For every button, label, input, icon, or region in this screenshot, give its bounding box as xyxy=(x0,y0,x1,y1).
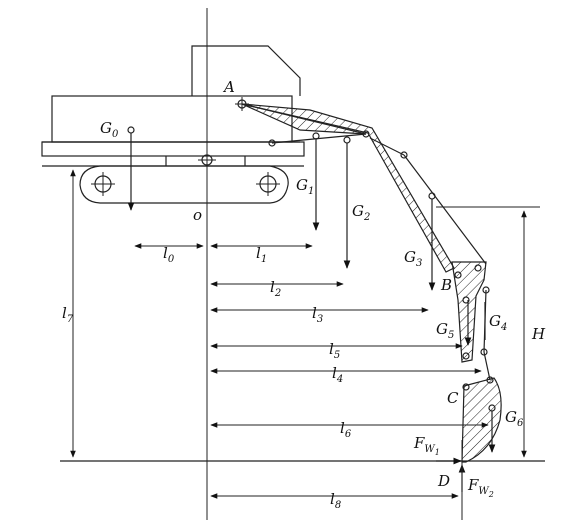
label-G6: G6 xyxy=(505,408,524,429)
label-G4: G4 xyxy=(489,312,507,333)
label-G3: G3 xyxy=(404,248,422,269)
label-l7: l7 xyxy=(62,304,74,325)
label-G1: G1 xyxy=(296,176,314,197)
label-l6: l6 xyxy=(340,419,352,440)
label-D: D xyxy=(437,472,450,490)
label-l1: l1 xyxy=(256,244,267,265)
boom-lower xyxy=(241,103,367,135)
label-l3: l3 xyxy=(312,304,323,325)
stick-cylinder xyxy=(403,154,487,265)
label-O: o xyxy=(193,206,202,224)
rear-wheel xyxy=(256,172,280,196)
bucket xyxy=(461,377,502,463)
label-B: B xyxy=(440,276,452,294)
label-FW2: FW2 xyxy=(467,476,494,499)
label-G5: G5 xyxy=(436,320,454,341)
label-G0: G0 xyxy=(100,119,119,140)
label-FW1: FW1 xyxy=(413,434,440,457)
label-l4: l4 xyxy=(332,364,343,385)
label-G2: G2 xyxy=(352,202,370,223)
label-l2: l2 xyxy=(270,278,281,299)
label-l5: l5 xyxy=(329,340,340,361)
machine-body xyxy=(41,45,305,204)
slew-center xyxy=(198,154,216,166)
boom-cylinder xyxy=(271,133,367,144)
label-l0: l0 xyxy=(163,244,175,265)
front-wheel xyxy=(91,172,115,196)
label-H: H xyxy=(531,325,546,343)
label-A: A xyxy=(222,78,235,96)
label-l8: l8 xyxy=(330,490,341,511)
label-C: C xyxy=(447,389,459,407)
stick xyxy=(451,261,487,363)
